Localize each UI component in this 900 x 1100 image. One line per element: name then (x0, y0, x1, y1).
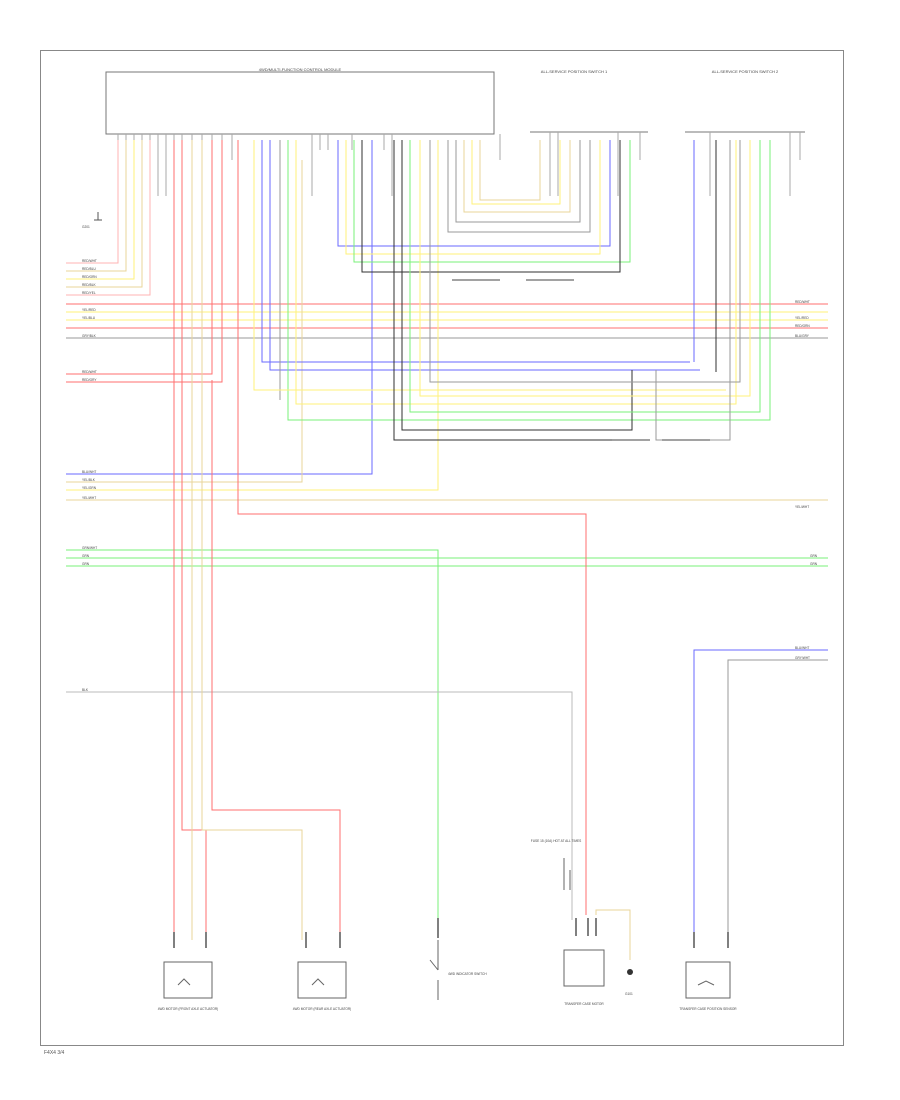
wire-network (66, 140, 828, 960)
wire-label: RED/GRY (82, 378, 97, 382)
wire-label: RED/YEL (82, 291, 96, 295)
component-label: TRANSFER CASE POSITION SENSOR (679, 1007, 737, 1011)
wire-label: YEL/WHT (82, 496, 96, 500)
component-ground-bottom: G101 (625, 969, 633, 996)
wire-label: BLK (82, 688, 89, 692)
control-module-box (105, 71, 495, 135)
wire-label: GRY/WHT (795, 656, 810, 660)
ground-label-1: G201 (82, 225, 90, 229)
wire-label: GRN/WHT (82, 546, 97, 550)
component-transfer-motor: TRANSFER CASE MOTOR FUSE 15 (10A) HOT AT… (531, 839, 605, 1006)
component-position-sensor: TRANSFER CASE POSITION SENSOR (679, 961, 737, 1011)
wire-label: BLU/WHT (82, 470, 96, 474)
ground-symbol (94, 212, 102, 221)
wire-label: BLU/GRY (795, 334, 810, 338)
wire-label: GRN (82, 562, 90, 566)
wire-label: GRN (810, 562, 818, 566)
component-connectors (173, 918, 729, 948)
wire-label: YEL/WHT (795, 505, 809, 509)
wire-label: GRN (810, 554, 818, 558)
wire-label: RED/BLK (82, 283, 97, 287)
wire-label: RED/WHT (795, 300, 810, 304)
wire-label: YEL/RED (82, 308, 96, 312)
wire-label: GRY/BLK (82, 334, 97, 338)
component-label: TRANSFER CASE MOTOR (564, 1002, 604, 1006)
control-module-title: 4WD/MULTI-FUNCTION CONTROL MODULE (259, 67, 342, 72)
component-label: 4WD INDICATOR SWITCH (448, 972, 487, 976)
module-pin-stubs (117, 132, 801, 196)
component-rear-actuator: 4WD MOTOR (REAR AXLE ACTUATOR) (293, 961, 351, 1011)
wire-label: RED/BLU (82, 267, 97, 271)
wire-label: GRN (82, 554, 90, 558)
wire-label: RED/WHT (82, 259, 97, 263)
wire-label: YEL/GRN (82, 486, 97, 490)
switch-a-title: ALL-SERVICE POSITION SWITCH 1 (541, 69, 608, 74)
wire-label: YEL/BLK (82, 478, 96, 482)
wire-label: YEL/BLU (82, 316, 96, 320)
wire-label: RED/GRN (795, 324, 810, 328)
splice-markers (452, 279, 710, 441)
diagram-frame (40, 50, 844, 1046)
component-label: 4WD MOTOR (REAR AXLE ACTUATOR) (293, 1007, 351, 1011)
wire-label: RED/GRN (82, 275, 97, 279)
right-wire-labels: RED/WHT YEL/RED RED/GRN BLU/GRY YEL/WHT … (795, 300, 818, 660)
component-label: 4WD MOTOR (FRONT AXLE ACTUATOR) (158, 1007, 219, 1011)
component-indicator-switch: 4WD INDICATOR SWITCH (429, 940, 487, 1000)
left-wire-labels: RED/WHT RED/BLU RED/GRN RED/BLK RED/YEL … (82, 259, 97, 692)
switch-b-title: ALL-SERVICE POSITION SWITCH 2 (712, 69, 779, 74)
wire-label: RED/WHT (82, 370, 97, 374)
fuse-label: FUSE 15 (10A) HOT AT ALL TIMES (531, 839, 582, 843)
page-code: F4X4 3/4 (44, 1050, 65, 1056)
wire-label: BLU/WHT (795, 646, 809, 650)
component-front-actuator: 4WD MOTOR (FRONT AXLE ACTUATOR) (158, 961, 219, 1011)
wire-label: YEL/RED (795, 316, 809, 320)
ground-label-bottom: G101 (625, 992, 633, 996)
